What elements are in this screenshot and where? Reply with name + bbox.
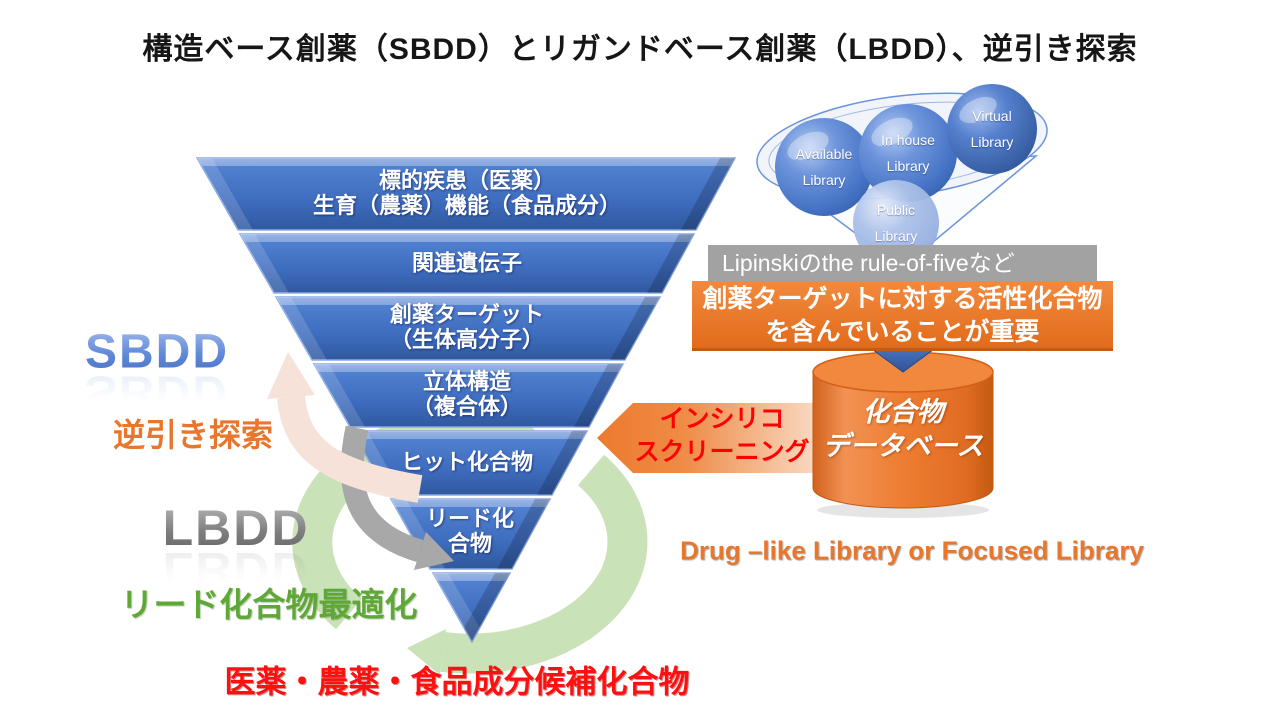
funnel-layer-7: [431, 572, 512, 644]
public-library-label: Public Library: [875, 197, 918, 249]
sphere-label-line: Library: [802, 172, 846, 188]
funnel-label-line: 合物: [447, 531, 493, 556]
public-library-sphere: [853, 180, 939, 266]
database-label-line: データベース: [822, 431, 984, 461]
database-label: 化合物 データベース: [823, 395, 984, 463]
funnel-label-target-disease: 標的疾患（医薬） 生育（農薬）機能（食品成分）: [313, 168, 621, 218]
funnel-label-3d-structure: 立体構造 （複合体）: [412, 369, 522, 419]
lipinski-note-box: Lipinskiのthe rule-of-fiveなど: [708, 245, 1097, 281]
sphere-label-line: Public: [876, 202, 916, 218]
funnel-label-hit-compound: ヒット化合物: [401, 450, 533, 475]
inhouse-library-label: In house Library: [881, 127, 935, 179]
funnel-label-lead-compound: リード化 合物: [426, 506, 514, 556]
funnel-layer-1: [195, 157, 737, 231]
sphere-label-line: Library: [970, 134, 1014, 150]
funnel-label-related-genes: 関連遺伝子: [412, 251, 522, 276]
funnel-label-line: （生体高分子）: [389, 327, 545, 352]
sphere-label-line: Available: [795, 146, 853, 162]
funnel-label-line: 創薬ターゲット: [389, 302, 545, 327]
candidates-label: 医薬・農薬・食品成分候補化合物: [224, 664, 690, 700]
sbdd-label: SBDD: [84, 325, 230, 379]
database-label-line: 化合物: [862, 397, 944, 427]
funnel-layer-4: [312, 363, 625, 428]
sphere-label-line: Library: [886, 158, 930, 174]
importance-note-line: を含んでいることが重要: [765, 318, 1040, 346]
importance-note-box: 創薬ターゲットに対する活性化合物 を含んでいることが重要: [692, 281, 1113, 351]
lbdd-label: LBDD: [162, 500, 310, 556]
insilico-arrow: [597, 403, 850, 473]
funnel-label-line: 生育（農薬）機能（食品成分）: [312, 193, 622, 218]
available-library-label: Available Library: [796, 141, 853, 193]
insilico-label: インシリコ スクリーニング: [634, 403, 809, 469]
reverse-search-arrow: [267, 352, 423, 503]
virtual-library-sphere: [947, 84, 1037, 174]
slide-title: 構造ベース創薬（SBDD）とリガンドベース創薬（LBDD）、逆引き探索: [142, 33, 1138, 66]
funnel-layer-2: [238, 233, 696, 294]
drug-like-library-caption: Drug –like Library or Focused Library: [680, 535, 1144, 566]
importance-note-line: 創薬ターゲットに対する活性化合物: [702, 285, 1103, 313]
funnel-label-line: リード化: [425, 506, 515, 531]
sphere-label-line: In house: [881, 132, 935, 148]
reverse-search-label: 逆引き探索: [112, 417, 274, 453]
insilico-label-line: インシリコ: [659, 405, 785, 433]
funnel-label-line: （複合体）: [411, 394, 523, 419]
lbdd-arrow: [340, 425, 454, 570]
funnel-label-line: 立体構造: [422, 369, 512, 394]
funnel-label-drug-target: 創薬ターゲット （生体高分子）: [390, 302, 544, 352]
funnel-layer-3: [274, 296, 662, 361]
sphere-label-line: Library: [874, 228, 918, 244]
insilico-label-line: スクリーニング: [634, 438, 810, 466]
sphere-label-line: Virtual: [972, 108, 1012, 124]
inhouse-library-sphere: [859, 104, 957, 202]
library-spheres: [775, 84, 1037, 266]
funnel-label-line: 関連遺伝子: [411, 250, 523, 276]
funnel-label-line: 標的疾患（医薬）: [378, 168, 556, 193]
available-library-sphere: [775, 118, 873, 216]
lead-optimization-label: リード化合物最適化: [120, 586, 418, 623]
virtual-library-label: Virtual Library: [971, 103, 1014, 155]
funnel-label-line: ヒット化合物: [400, 449, 534, 475]
